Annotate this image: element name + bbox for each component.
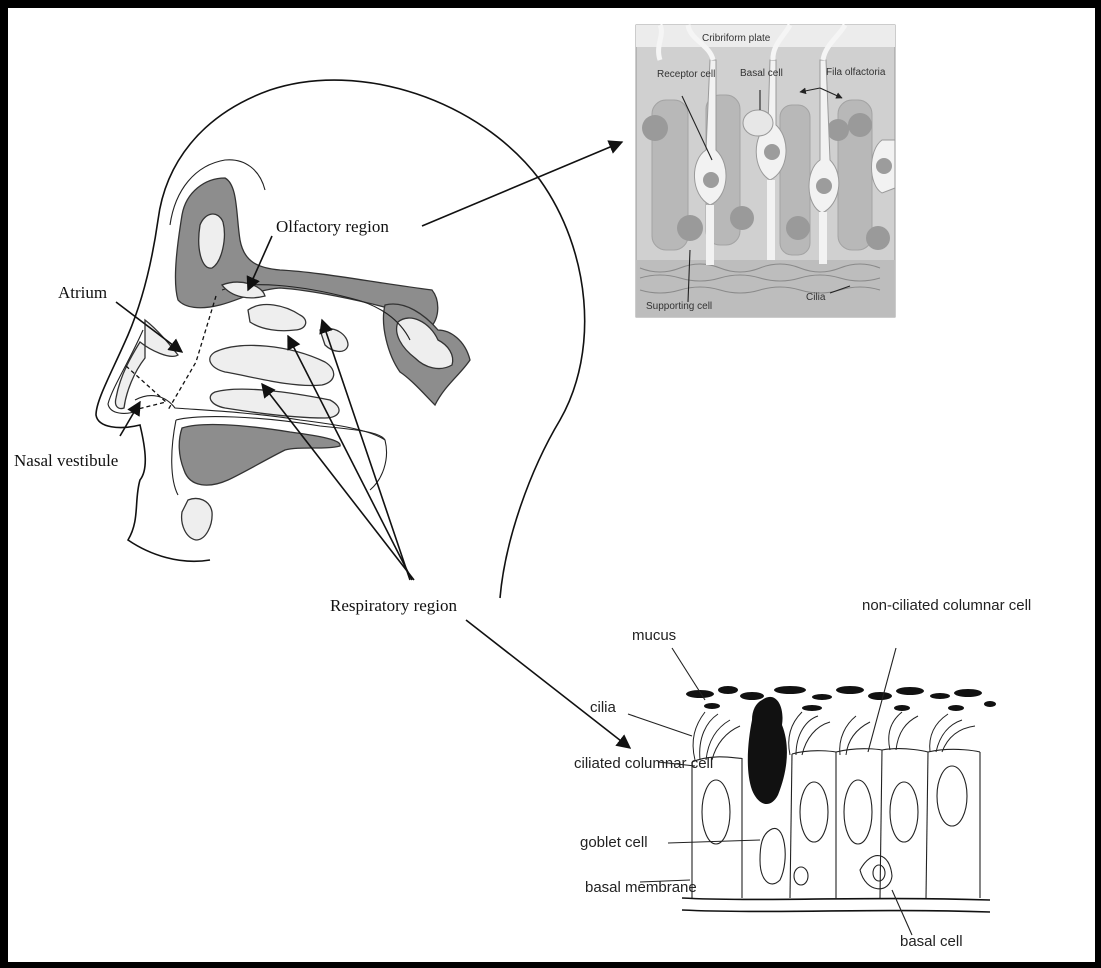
- label-cribriform-plate: Cribriform plate: [702, 33, 771, 44]
- cilia-tufts: [693, 712, 975, 760]
- label-supporting-cell: Supporting cell: [646, 301, 712, 312]
- label-cilia-olfactory: Cilia: [806, 292, 826, 303]
- basal-cell: [743, 110, 773, 136]
- tooth-region: [182, 499, 212, 541]
- label-receptor-cell: Receptor cell: [657, 69, 715, 80]
- inferior-turbinate: [210, 389, 339, 418]
- label-olfactory-region: Olfactory region: [276, 217, 389, 236]
- turbinate-upper: [248, 305, 306, 331]
- label-goblet-cell: goblet cell: [580, 834, 648, 851]
- label-basal-membrane: basal membrane: [585, 879, 697, 896]
- label-mucus: mucus: [632, 627, 676, 644]
- mucus-layer: [686, 686, 996, 711]
- label-basal-cell-respiratory: basal cell: [900, 933, 963, 950]
- epithelial-cells: [692, 749, 980, 898]
- turbinate-small: [320, 329, 348, 352]
- label-non-ciliated-columnar-cell: non-ciliated columnar cell: [862, 597, 1031, 614]
- label-atrium: Atrium: [58, 283, 107, 302]
- label-respiratory-region: Respiratory region: [330, 596, 457, 615]
- respiratory-epithelium-inset: mucus non-ciliated columnar cell cilia c…: [574, 597, 1031, 950]
- head-section: [96, 80, 585, 598]
- label-ciliated-columnar-cell: ciliated columnar cell: [574, 755, 713, 772]
- label-nasal-vestibule: Nasal vestibule: [14, 451, 118, 470]
- label-basal-cell-olfactory: Basal cell: [740, 68, 783, 79]
- middle-turbinate: [210, 345, 334, 385]
- label-fila-olfactoria: Fila olfactoria: [826, 67, 886, 78]
- label-cilia-respiratory: cilia: [590, 699, 616, 716]
- olfactory-epithelium-inset: Cribriform plate Receptor cell Basal cel…: [636, 25, 895, 317]
- nasal-cartilage: [115, 320, 178, 409]
- goblet-cell-mucus: [748, 697, 787, 804]
- basal-membrane-layer: [682, 898, 990, 912]
